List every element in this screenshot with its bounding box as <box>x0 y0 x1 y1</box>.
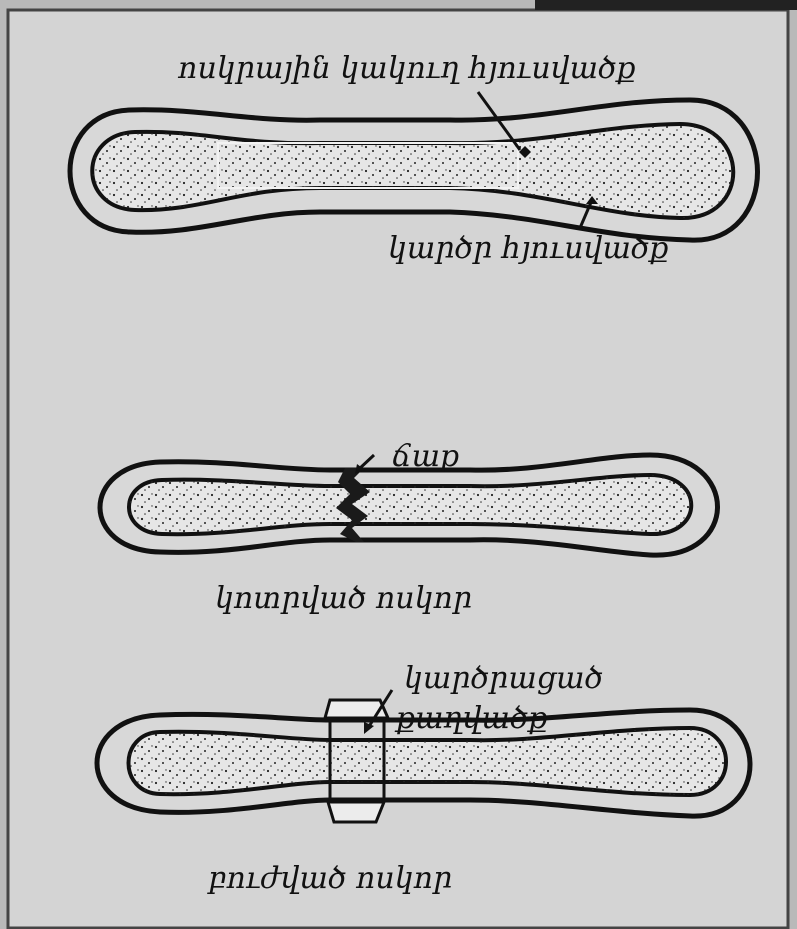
top-edge-bar <box>535 0 797 10</box>
callus-bottom <box>328 802 384 822</box>
caption-fractured-bone: կոտրված ոսկոր <box>215 581 472 616</box>
label-hard-tissue: կարծր հյուսվածք <box>388 231 668 266</box>
label-crack: ճաք <box>392 439 459 474</box>
label-callus-line-2: քաղվածք <box>394 701 547 736</box>
caption-healed-bone: բուժված ոսկոր <box>207 861 452 896</box>
label-soft-tissue: ոսկրային կակուղ հյուսվածք <box>177 51 636 86</box>
label-callus: կարծրացած <box>404 661 603 696</box>
